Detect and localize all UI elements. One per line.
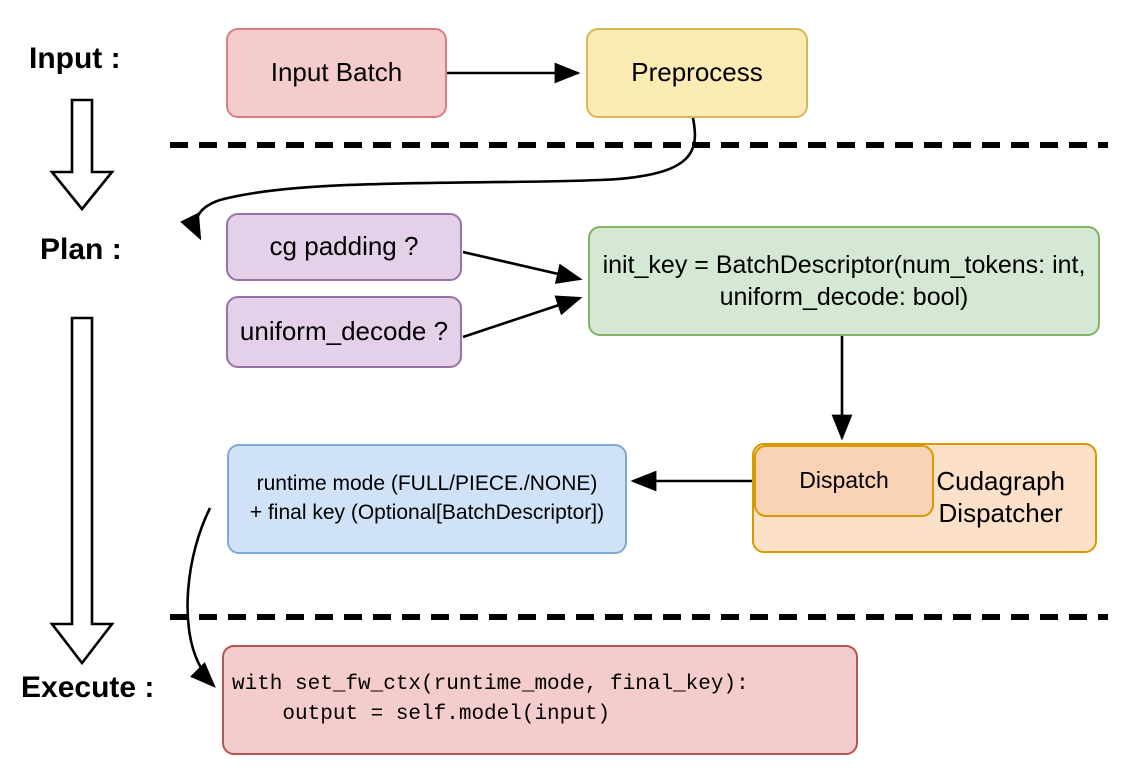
plan-to-execute-block-arrow bbox=[49, 316, 115, 666]
node-cudagraph-dispatcher-label: Cudagraph Dispatcher bbox=[936, 466, 1065, 528]
input-to-plan-block-arrow bbox=[49, 98, 115, 212]
node-execute-code-line2: output = self.model(input) bbox=[232, 703, 611, 726]
stage-label-plan: Plan : bbox=[40, 233, 122, 266]
node-input-batch[interactable]: Input Batch bbox=[226, 28, 447, 118]
node-preprocess-label: Preprocess bbox=[631, 57, 763, 88]
node-init-key[interactable]: init_key = BatchDescriptor(num_tokens: i… bbox=[588, 226, 1100, 336]
edge-cg-padding-to-init-key bbox=[462, 250, 583, 284]
node-cg-padding-label: cg padding ? bbox=[269, 231, 419, 262]
node-runtime-mode[interactable]: runtime mode (FULL/PIECE./NONE) + final … bbox=[227, 444, 627, 554]
node-runtime-mode-line1: runtime mode (FULL/PIECE./NONE) bbox=[256, 472, 598, 496]
node-input-batch-label: Input Batch bbox=[270, 57, 403, 88]
stage-label-execute: Execute : bbox=[21, 671, 155, 704]
node-runtime-mode-line2: + final key (Optional[BatchDescriptor]) bbox=[249, 501, 605, 524]
node-uniform-decode-label: uniform_decode ? bbox=[239, 316, 449, 347]
node-init-key-line2: uniform_decode: bool) bbox=[719, 283, 969, 311]
node-dispatch[interactable]: Dispatch bbox=[754, 445, 934, 517]
node-cg-padding[interactable]: cg padding ? bbox=[226, 213, 462, 281]
edge-runtime-mode-to-execute-code bbox=[186, 507, 216, 688]
node-dispatch-label: Dispatch bbox=[799, 467, 889, 494]
node-execute-code[interactable]: with set_fw_ctx(runtime_mode, final_key)… bbox=[222, 645, 858, 755]
node-execute-code-line1: with set_fw_ctx(runtime_mode, final_key)… bbox=[232, 673, 749, 697]
edge-uniform-decode-to-init-key bbox=[462, 295, 583, 339]
stage-label-input: Input : bbox=[29, 42, 121, 75]
node-uniform-decode[interactable]: uniform_decode ? bbox=[226, 296, 462, 368]
node-init-key-line1: init_key = BatchDescriptor(num_tokens: i… bbox=[602, 251, 1086, 279]
node-preprocess[interactable]: Preprocess bbox=[586, 28, 808, 118]
